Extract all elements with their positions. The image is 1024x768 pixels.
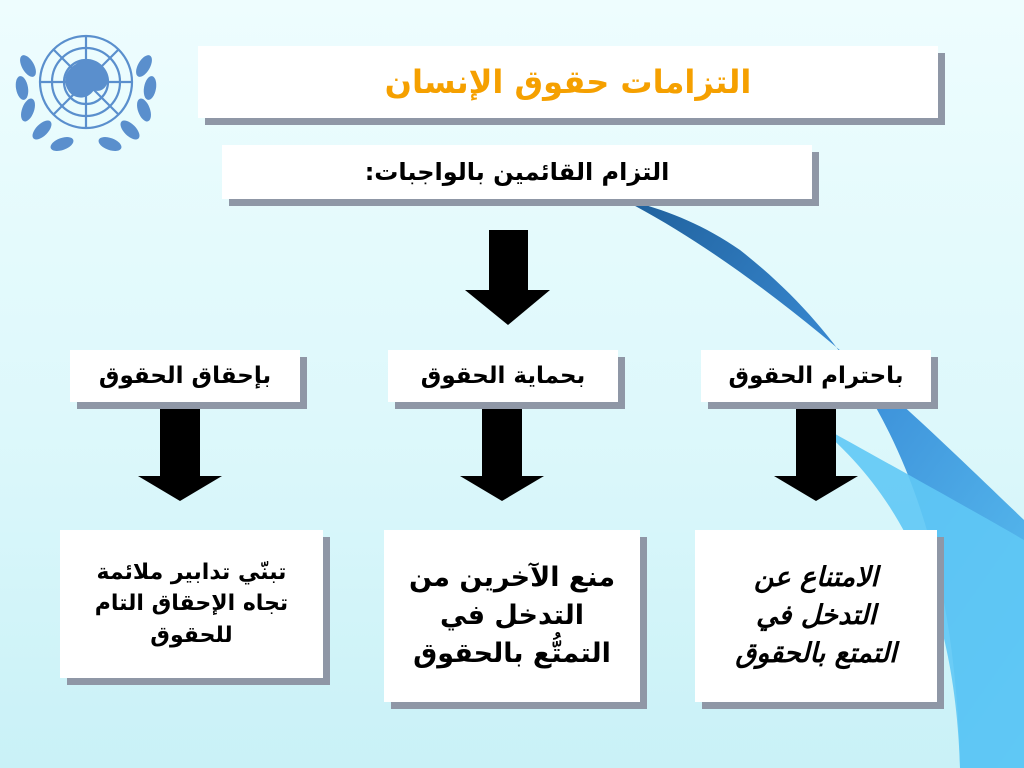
detail-line: منع الآخرين من [408, 561, 616, 593]
detail-line: التمتُّع بالحقوق [413, 638, 611, 670]
detail-line: التمتع بالحقوق [735, 638, 897, 670]
label-respect-rights: باحترام الحقوق [701, 350, 931, 402]
label-text: بإحقاق الحقوق [98, 363, 272, 389]
page-title: التزامات حقوق الإنسان [384, 63, 752, 101]
duty-bearers-box: التزام القائمين بالواجبات: [222, 145, 812, 199]
un-emblem-icon [15, 34, 157, 151]
detail-line: التدخل في [756, 599, 876, 631]
detail-protect-rights: منع الآخرين من التدخل في التمتُّع بالحقو… [384, 530, 640, 702]
detail-fulfil-rights: تبنّي تدابير ملائمة تجاه الإحقاق التام ل… [60, 530, 323, 678]
detail-line: تجاه الإحقاق التام [94, 591, 289, 617]
label-text: بحماية الحقوق [420, 363, 586, 389]
duty-bearers-label: التزام القائمين بالواجبات: [364, 158, 670, 186]
label-text: باحترام الحقوق [728, 363, 904, 389]
title-box: التزامات حقوق الإنسان [198, 46, 938, 118]
label-protect-rights: بحماية الحقوق [388, 350, 618, 402]
detail-line: تبنّي تدابير ملائمة [96, 560, 287, 586]
detail-respect-rights: الامتناع عن التدخل في التمتع بالحقوق [695, 530, 937, 702]
label-fulfil-rights: بإحقاق الحقوق [70, 350, 300, 402]
detail-line: التدخل في [440, 599, 584, 631]
detail-line: للحقوق [150, 622, 233, 648]
detail-line: الامتناع عن [753, 561, 879, 593]
